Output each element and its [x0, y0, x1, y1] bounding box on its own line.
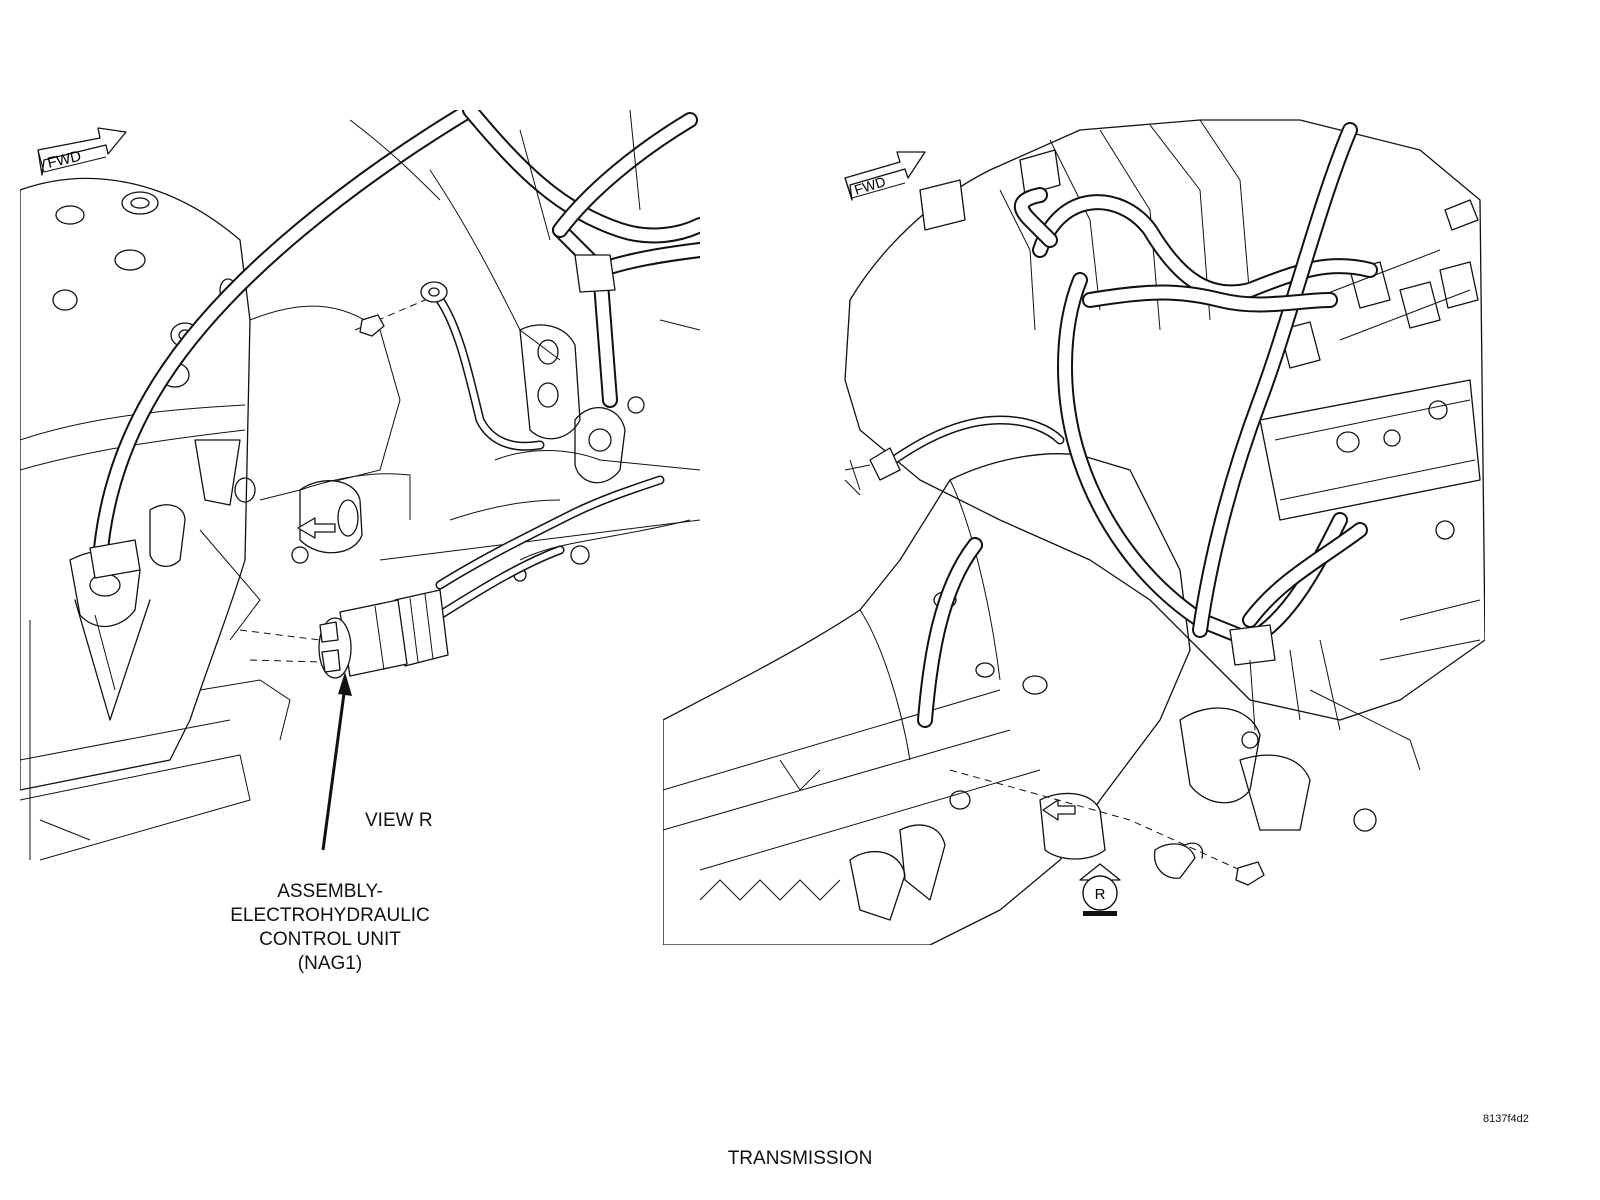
ground-strap: [435, 295, 545, 451]
view-r-marker-label: R: [1095, 886, 1106, 903]
callout-leader: [321, 672, 352, 851]
transmission-case: [663, 453, 1191, 945]
right-overview-view: [663, 119, 1485, 945]
left-detail-view: [20, 110, 700, 861]
callout-line: ASSEMBLY-: [277, 881, 383, 902]
electrohydraulic-control-unit-connector: [239, 589, 449, 679]
ground-bolt: [359, 314, 385, 337]
figure-title: TRANSMISSION: [727, 1148, 873, 1169]
view-r-marker: R: [1079, 863, 1121, 916]
component-callout: ASSEMBLY- ELECTROHYDRAULIC CONTROL UNIT …: [190, 880, 470, 976]
figure-id: 8137f4d2: [1483, 1113, 1529, 1125]
bolt: [1235, 861, 1265, 886]
cooler-line: [92, 110, 478, 568]
callout-line: (NAG1): [297, 953, 363, 974]
fwd-arrow-right: FWD: [844, 151, 926, 201]
ring-terminal: [420, 281, 448, 303]
callout-line: ELECTROHYDRAULIC: [230, 905, 430, 926]
callout-line: CONTROL UNIT: [259, 929, 401, 950]
bell-housing-outline: [20, 177, 251, 791]
fwd-arrow-left: FWD: [37, 127, 127, 176]
arrow-marker: [297, 517, 336, 539]
view-label: VIEW R: [365, 810, 433, 831]
